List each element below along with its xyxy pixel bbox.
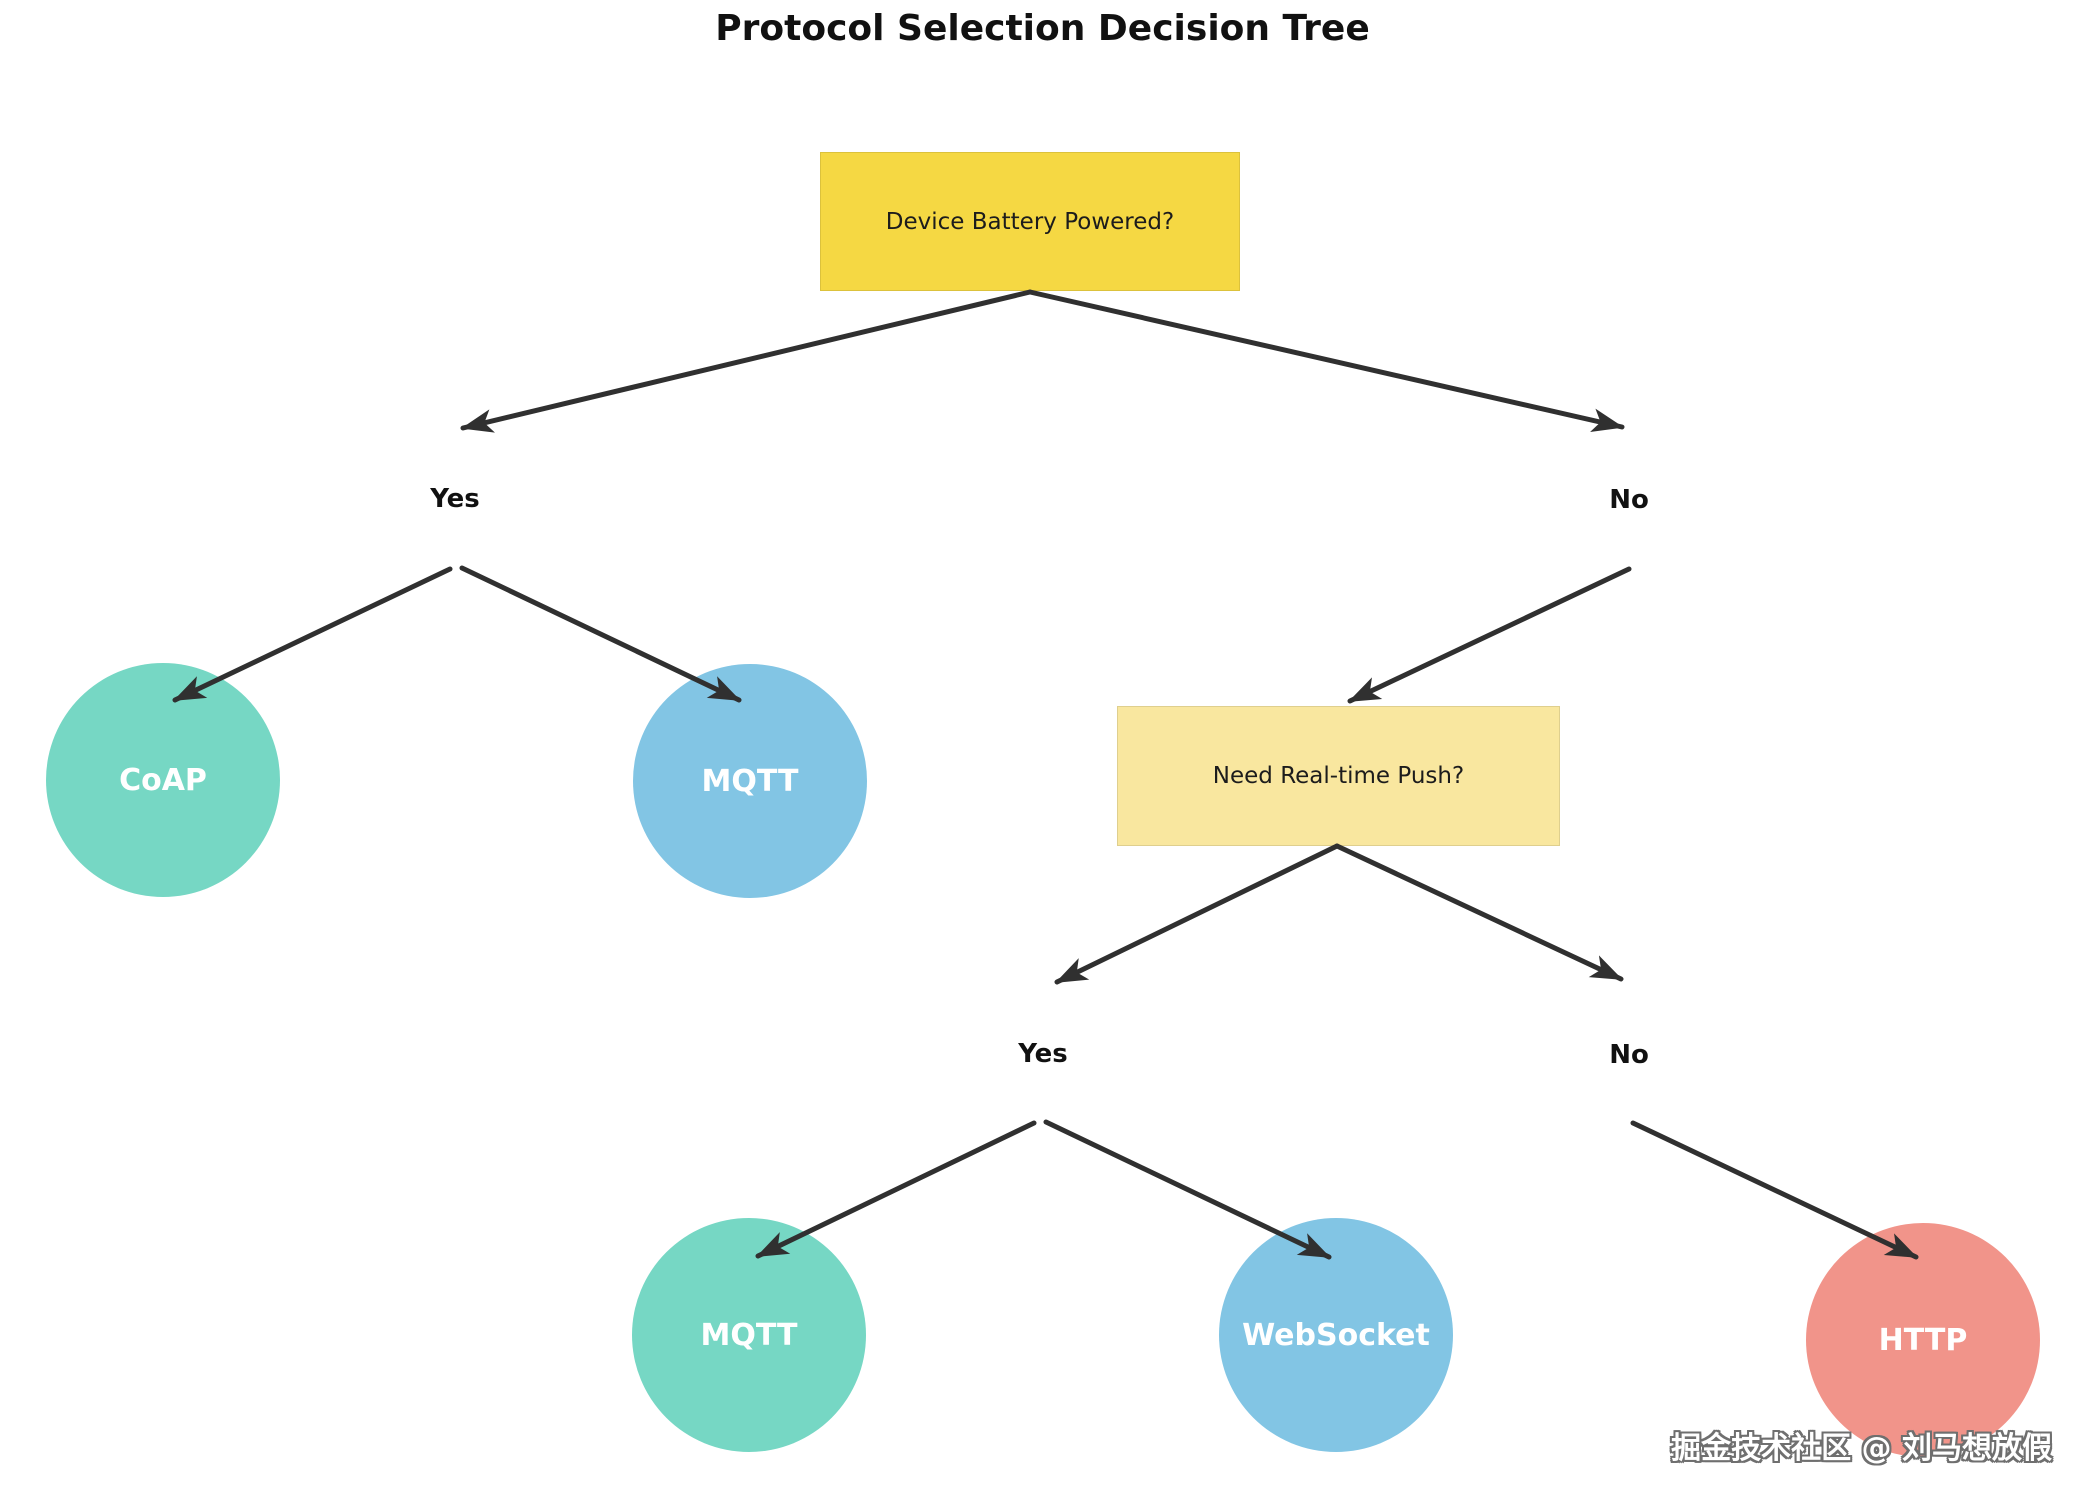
arrow-realtime-to-no <box>1334 843 1624 982</box>
arrow-root-to-yes <box>460 289 1033 433</box>
decision-node-battery-powered-label: Device Battery Powered? <box>885 208 1175 235</box>
branch-label-root-yes: Yes <box>430 484 480 514</box>
leaf-node-coap: CoAP <box>46 663 280 897</box>
leaf-node-mqtt-battery-label: MQTT <box>701 763 799 799</box>
page-title: Protocol Selection Decision Tree <box>715 8 1370 49</box>
watermark: 掘金技术社区 @ 刘马想放假 <box>1671 1431 2052 1466</box>
arrow-root-to-no <box>1027 289 1625 433</box>
decision-node-realtime-push: Need Real-time Push? <box>1117 706 1560 846</box>
branch-label-realtime-yes: Yes <box>1018 1039 1068 1069</box>
leaf-node-websocket-label: WebSocket <box>1242 1317 1430 1353</box>
leaf-node-coap-label: CoAP <box>119 762 207 798</box>
arrow-realtime-to-yes <box>1054 843 1340 985</box>
leaf-node-http-label: HTTP <box>1878 1322 1968 1358</box>
branch-label-realtime-no: No <box>1609 1040 1649 1070</box>
decision-node-realtime-push-label: Need Real-time Push? <box>1212 763 1465 789</box>
leaf-node-websocket: WebSocket <box>1219 1218 1453 1452</box>
decision-node-battery-powered: Device Battery Powered? <box>820 152 1240 291</box>
leaf-node-mqtt-battery: MQTT <box>633 664 867 898</box>
branch-label-root-no: No <box>1609 485 1649 515</box>
leaf-node-http: HTTP <box>1806 1223 2040 1457</box>
arrow-no-to-realtime-box <box>1347 566 1632 704</box>
leaf-node-mqtt-push: MQTT <box>632 1218 866 1452</box>
leaf-node-mqtt-push-label: MQTT <box>700 1317 798 1353</box>
